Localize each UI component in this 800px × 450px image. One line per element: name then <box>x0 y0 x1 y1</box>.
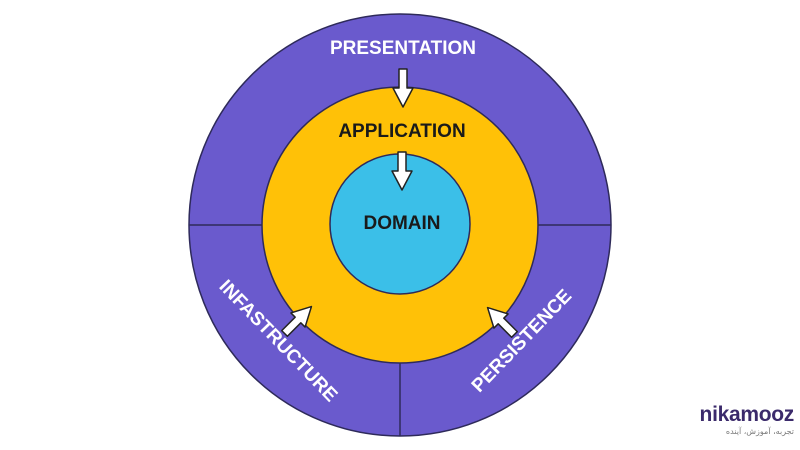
arrow-presentation-to-application <box>392 68 414 108</box>
presentation-label: PRESENTATION <box>330 38 476 59</box>
logo-tagline: تجربه، آموزش، آینده <box>725 427 794 436</box>
arrow-persistence-to-application <box>486 306 519 339</box>
application-label: APPLICATION <box>338 121 465 142</box>
arrow-application-to-domain <box>391 151 413 191</box>
nikamooz-logo: nikamooz تجربه، آموزش، آینده <box>662 403 795 437</box>
arrow-infrastructure-to-application <box>280 305 313 338</box>
domain-label: DOMAIN <box>363 213 440 234</box>
logo-wordmark: nikamooz <box>699 403 795 426</box>
